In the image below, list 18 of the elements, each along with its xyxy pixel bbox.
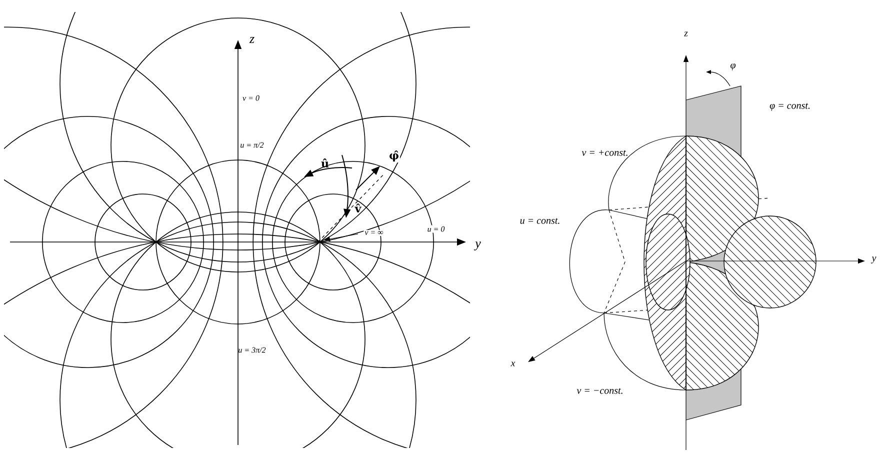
surface-label: u = const.: [520, 218, 560, 224]
curve-label: v = ∞: [364, 230, 384, 236]
vector-label: û: [321, 158, 329, 168]
curve-label: u = 0: [426, 225, 446, 233]
curve-label: u = 3π/2: [238, 347, 266, 353]
surface-label: v = −const.: [576, 388, 622, 394]
curve-label: v = 0: [242, 95, 260, 101]
axis-label: y: [474, 242, 481, 250]
axis-label: z: [249, 37, 254, 43]
axis-label: x: [510, 362, 516, 366]
axis-label: z: [684, 32, 688, 36]
surface-label: φ = const.: [770, 103, 810, 111]
vector-label: φ̂: [388, 149, 400, 163]
axis-label: y: [870, 256, 876, 264]
surface-label: v = +const.: [582, 150, 628, 156]
curve-label: u = π/2: [240, 142, 264, 148]
angle-label: φ: [730, 64, 736, 70]
vector-label: v̂: [354, 204, 362, 212]
